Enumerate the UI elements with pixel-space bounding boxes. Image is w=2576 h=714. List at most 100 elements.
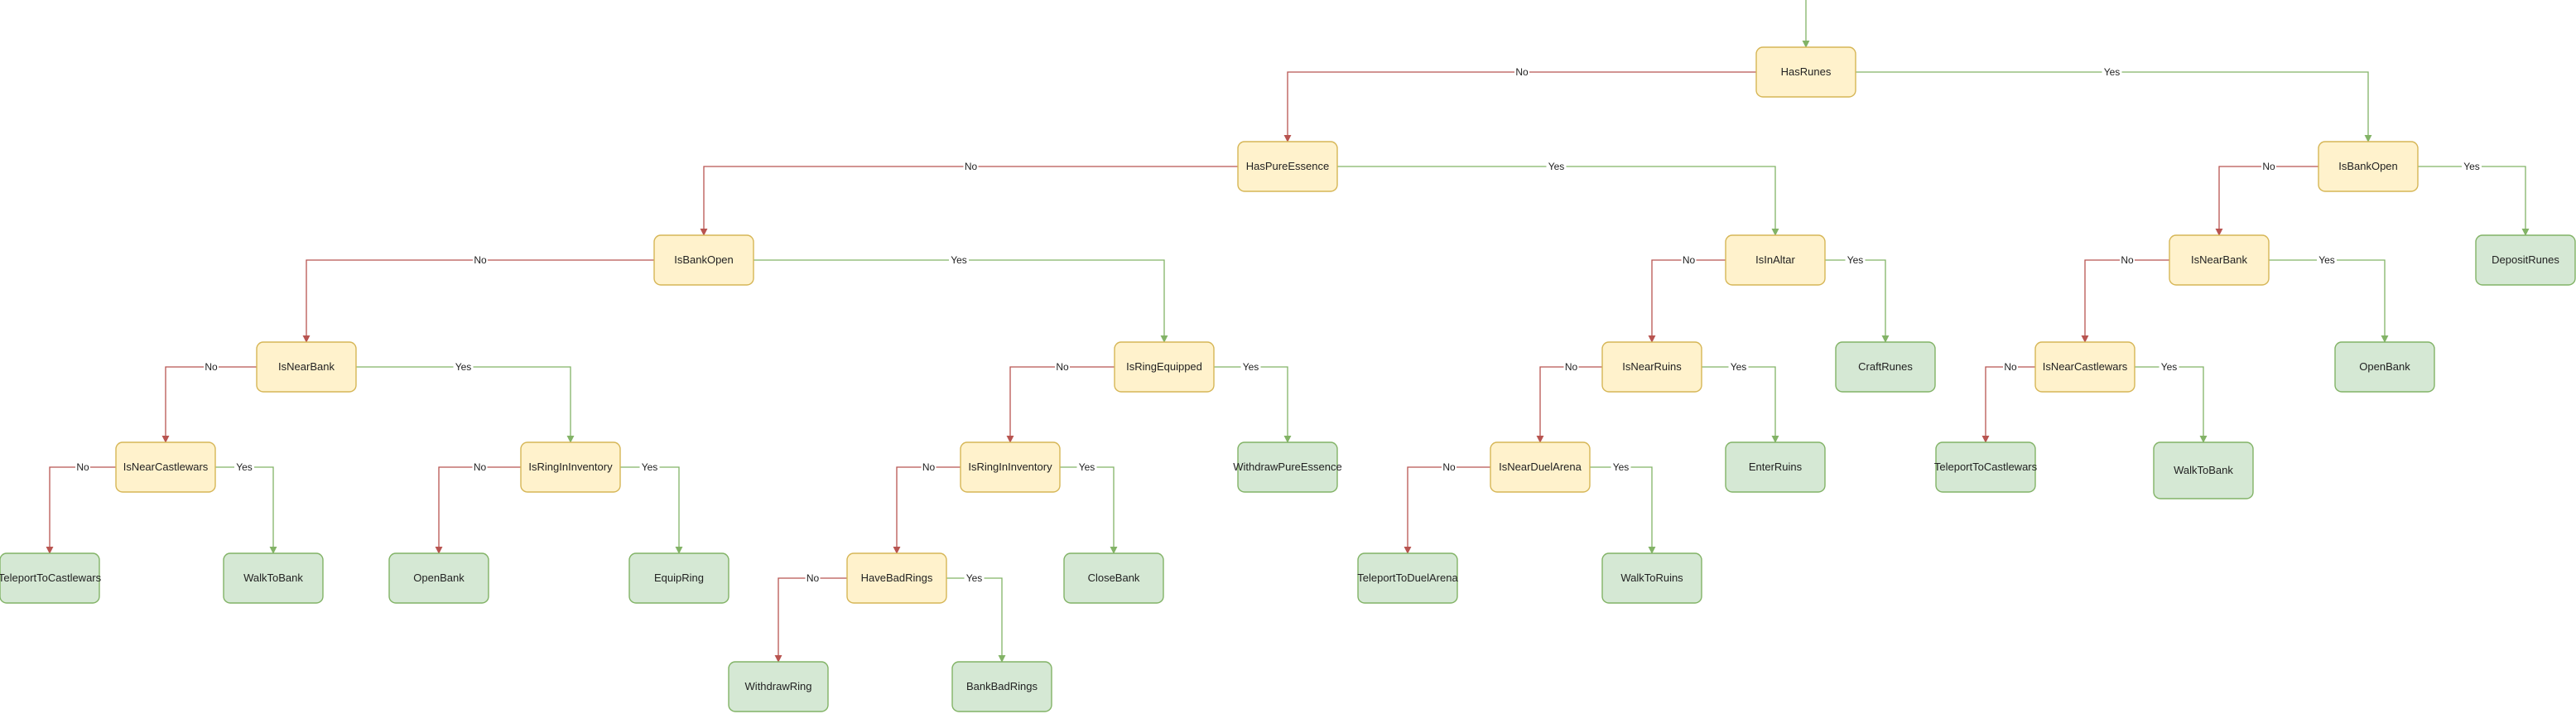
edge-label-text: No	[2004, 361, 2017, 373]
edge-label-text: Yes	[2161, 361, 2178, 373]
action-box	[2475, 234, 2576, 286]
node-has-runes[interactable]: HasRunes	[1755, 46, 1856, 98]
edge-n1-n4	[1856, 71, 2372, 142]
node-walk-to-ruins[interactable]: WalkToRuins	[1601, 552, 1702, 604]
action-box	[1601, 552, 1702, 604]
edge-n6-n13	[2269, 259, 2389, 343]
edge-label-no: No	[1563, 360, 1579, 374]
edge-label-yes: Yes	[1611, 461, 1631, 474]
edge-n14-n22	[46, 466, 116, 554]
edge-label-yes: Yes	[234, 461, 254, 474]
edge-n10-n18	[1536, 366, 1602, 443]
node-craft-runes[interactable]: CraftRunes	[1835, 341, 1936, 393]
edge-label-no: No	[204, 360, 219, 374]
node-have-bad-rings[interactable]: HaveBadRings	[846, 552, 947, 604]
node-label: CraftRunes	[1858, 360, 1913, 373]
decision-box	[1755, 46, 1856, 98]
decision-box	[1601, 341, 1702, 393]
node-label: IsNearDuelArena	[1499, 461, 1582, 473]
node-label: CloseBank	[1088, 572, 1140, 584]
node-deposit-runes[interactable]: DepositRunes	[2475, 234, 2576, 286]
node-label: IsNearRuins	[1622, 360, 1682, 373]
edge-label-text: No	[922, 461, 936, 473]
edge-label-text: Yes	[966, 572, 983, 584]
decision-box	[115, 441, 216, 493]
edge-label-text: Yes	[2463, 161, 2480, 172]
node-label: WalkToBank	[243, 572, 303, 584]
edge-n15-n24	[435, 466, 521, 554]
decision-box	[256, 341, 357, 393]
node-is-bank-open[interactable]: IsBankOpen	[653, 234, 754, 286]
edge-label-yes: Yes	[639, 461, 660, 474]
node-is-near-castlewars[interactable]: IsNearCastlewars	[2034, 341, 2135, 393]
edge-label-no: No	[473, 253, 488, 267]
node-is-near-bank[interactable]: IsNearBank	[2169, 234, 2270, 286]
node-label: WalkToBank	[2174, 464, 2233, 476]
edge-n12-n21	[2135, 366, 2208, 443]
node-walk-to-bank[interactable]: WalkToBank	[2153, 441, 2254, 499]
node-is-bank-open[interactable]: IsBankOpen	[2318, 141, 2419, 192]
edge-label-no: No	[2003, 360, 2018, 374]
node-has-pure-essence[interactable]: HasPureEssence	[1237, 141, 1338, 192]
edge-label-yes: Yes	[2102, 65, 2122, 79]
node-is-near-duel-arena[interactable]: IsNearDuelArena	[1490, 441, 1591, 493]
node-equip-ring[interactable]: EquipRing	[628, 552, 729, 604]
edge-label-no: No	[1055, 360, 1070, 374]
action-box	[951, 661, 1052, 712]
edge-label-text: Yes	[455, 361, 472, 373]
edge-label-yes: Yes	[1546, 160, 1567, 173]
node-close-bank[interactable]: CloseBank	[1063, 552, 1164, 604]
node-is-near-ruins[interactable]: IsNearRuins	[1601, 341, 1702, 393]
node-label: BankBadRings	[966, 680, 1038, 692]
decision-box	[1114, 341, 1215, 393]
edge-n8-n15	[356, 366, 575, 443]
decision-box	[653, 234, 754, 286]
edge-label-yes: Yes	[964, 572, 985, 585]
node-withdraw-ring[interactable]: WithdrawRing	[728, 661, 829, 712]
node-label: IsNearCastlewars	[123, 461, 209, 473]
edge-label-text: No	[807, 572, 820, 584]
node-teleport-to-castlewars[interactable]: TeleportToCastlewars	[1934, 441, 2038, 493]
edge-n6-n12	[2081, 259, 2169, 343]
node-is-ring-in-inventory[interactable]: IsRingInInventory	[960, 441, 1061, 493]
action-box	[1835, 341, 1936, 393]
node-label: TeleportToCastlewars	[0, 572, 102, 584]
decision-box	[2169, 234, 2270, 286]
node-is-near-bank[interactable]: IsNearBank	[256, 341, 357, 393]
edge-label-text: No	[474, 461, 487, 473]
node-label: TeleportToCastlewars	[1934, 461, 2038, 473]
edge-label-no: No	[1442, 461, 1457, 474]
edge-label-no: No	[1681, 253, 1697, 267]
node-label: IsRingInInventory	[968, 461, 1052, 473]
node-is-ring-in-inventory[interactable]: IsRingInInventory	[520, 441, 621, 493]
node-bank-bad-rings[interactable]: BankBadRings	[951, 661, 1052, 712]
node-walk-to-bank[interactable]: WalkToBank	[223, 552, 324, 604]
edge-label-text: No	[2262, 161, 2275, 172]
node-open-bank[interactable]: OpenBank	[2334, 341, 2435, 393]
edge-label-yes: Yes	[1240, 360, 1261, 374]
edge-n5-n10	[1648, 259, 1726, 343]
node-teleport-to-duel-arena[interactable]: TeleportToDuelArena	[1357, 552, 1458, 604]
edge-label-text: No	[76, 461, 89, 473]
edge-n12-n20	[1981, 366, 2035, 443]
node-open-bank[interactable]: OpenBank	[388, 552, 489, 604]
edge-label-no: No	[963, 160, 979, 173]
node-is-ring-equipped[interactable]: IsRingEquipped	[1114, 341, 1215, 393]
edge-label-text: Yes	[236, 461, 253, 473]
edge-label-yes: Yes	[949, 253, 969, 267]
action-box	[388, 552, 489, 604]
decision-box	[1725, 234, 1826, 286]
edge-label-text: No	[1683, 254, 1696, 266]
edge-n3-n9	[754, 259, 1168, 343]
node-is-near-castlewars[interactable]: IsNearCastlewars	[115, 441, 216, 493]
node-enter-ruins[interactable]: EnterRuins	[1725, 441, 1826, 493]
node-label: OpenBank	[413, 572, 465, 584]
edge-n10-n19	[1702, 366, 1779, 443]
node-withdraw-pure-essence[interactable]: WithdrawPureEssence	[1233, 441, 1342, 493]
action-box	[0, 552, 100, 604]
edge-label-text: No	[205, 361, 218, 373]
node-label: OpenBank	[2359, 360, 2410, 373]
edge-label-text: No	[2121, 254, 2134, 266]
node-is-in-altar[interactable]: IsInAltar	[1725, 234, 1826, 286]
node-teleport-to-castlewars[interactable]: TeleportToCastlewars	[0, 552, 102, 604]
